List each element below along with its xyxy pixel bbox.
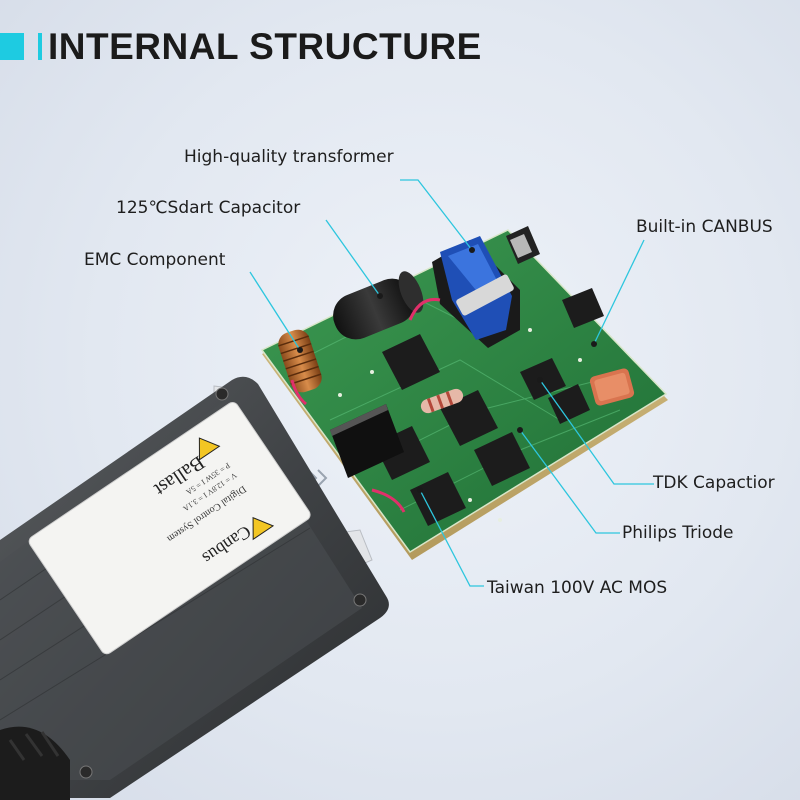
callout-transformer: High-quality transformer — [184, 147, 394, 167]
callout-triode: Philips Triode — [622, 523, 734, 543]
page-title: INTERNAL STRUCTURE — [48, 26, 482, 67]
callout-canbus: Built-in CANBUS — [636, 217, 773, 237]
line-tdk — [539, 379, 654, 485]
line-triode — [519, 429, 620, 534]
callout-emc: EMC Component — [84, 250, 226, 270]
line-canbus — [593, 239, 645, 345]
red-wires — [290, 297, 441, 513]
title-accent-line — [38, 33, 42, 60]
transformer-component — [432, 236, 520, 348]
capacitor-component — [333, 271, 424, 340]
line-capacitor — [325, 219, 381, 297]
tdk-capacitor-component — [589, 368, 635, 406]
ballast-label: Canbus Ballast Digital Control System V … — [28, 401, 311, 655]
title-accent-bar — [0, 33, 24, 60]
emc-coil-component — [278, 329, 322, 393]
bulk-capacitor-component — [330, 404, 404, 478]
callout-dots — [297, 247, 597, 493]
connector-component — [506, 226, 540, 264]
line-emc — [249, 271, 301, 351]
line-mos — [419, 489, 484, 587]
callout-lines — [249, 179, 654, 587]
callout-mos: Taiwan 100V AC MOS — [487, 578, 668, 598]
resistor-component — [420, 388, 464, 414]
line-transformer — [400, 179, 473, 251]
callout-tdk: TDK Capactior — [653, 473, 775, 493]
mos-chips — [374, 288, 604, 526]
callout-capacitor: 125℃Sdart Capacitor — [116, 198, 301, 218]
